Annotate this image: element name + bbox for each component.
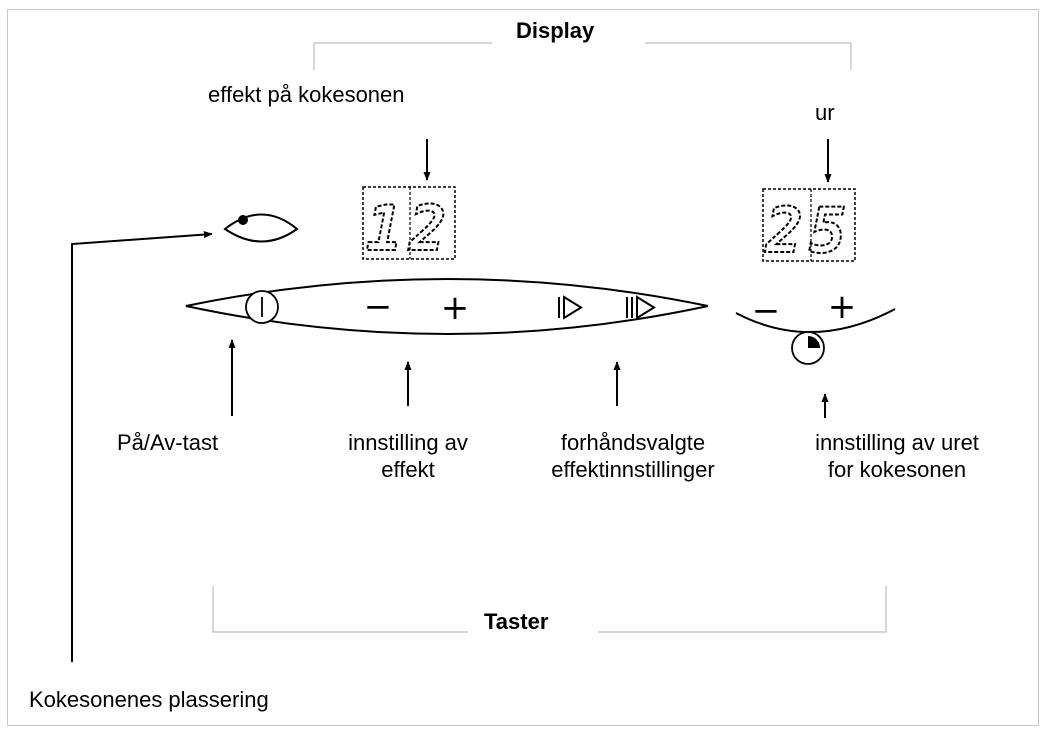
preset-1-button[interactable] <box>558 295 583 320</box>
preset-label: forhåndsvalgte effektinnstillinger <box>508 429 758 483</box>
keys-heading: Taster <box>484 609 549 634</box>
timer-setting-label-line2: for kokesonen <box>827 457 967 482</box>
keys-bracket <box>212 586 887 633</box>
on-off-key-label: På/Av-tast <box>117 430 219 455</box>
preset-label-line1: forhåndsvalgte <box>560 430 706 455</box>
power-setting-label-line2: effekt <box>381 457 435 482</box>
power-display <box>362 186 456 260</box>
timer-setting-label-line1: innstilling av uret <box>815 430 979 455</box>
preset-2-button[interactable] <box>626 295 656 320</box>
zone-location-icon <box>223 213 299 243</box>
display-heading: Display <box>516 18 595 43</box>
display-bracket <box>313 42 852 70</box>
power-plus-button[interactable]: + <box>441 288 470 328</box>
clock-icon[interactable] <box>791 331 825 365</box>
timer-display-digits: 25 <box>765 194 853 267</box>
on-off-button[interactable] <box>245 290 279 324</box>
zone-power-label: effekt på kokesonen <box>208 82 405 107</box>
timer-setting-label: innstilling av uret for kokesonen <box>762 429 1032 483</box>
key-panel <box>185 278 709 335</box>
zone-location-leader <box>71 230 213 662</box>
diagram-frame <box>7 9 1039 726</box>
timer-key-arc <box>735 308 896 333</box>
timer-plus-button[interactable]: + <box>828 287 857 327</box>
preset-label-line2: effektinnstillinger <box>551 457 715 482</box>
zone-location-label: Kokesonenes plassering <box>29 687 269 712</box>
power-minus-button[interactable]: − <box>364 287 393 327</box>
power-setting-label: innstilling av effekt <box>298 429 518 483</box>
power-setting-label-line1: innstilling av <box>348 430 468 455</box>
timer-display <box>762 188 856 262</box>
timer-minus-button[interactable]: − <box>752 291 781 331</box>
clock-label: ur <box>815 100 835 125</box>
power-display-digits: 12 <box>366 192 453 265</box>
